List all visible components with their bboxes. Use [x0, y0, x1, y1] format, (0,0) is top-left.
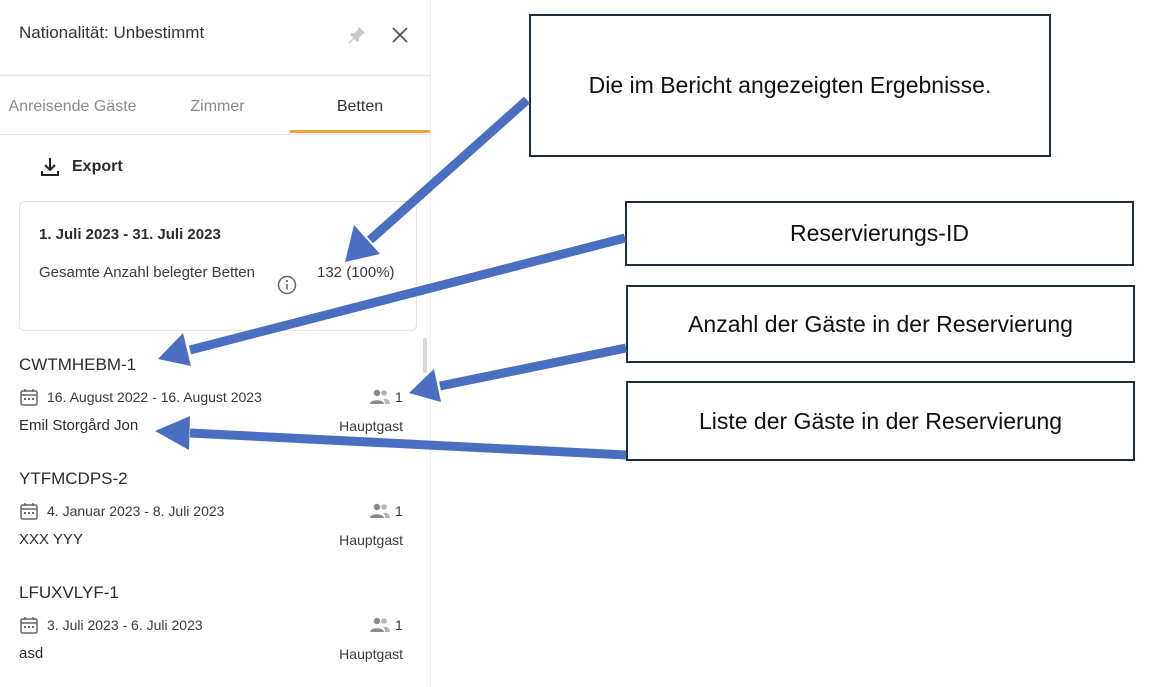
- reservation-id: CWTMHEBM-1: [19, 355, 137, 374]
- guest-name: Emil Storgård Jon: [19, 417, 139, 434]
- reservation-item[interactable]: YTFMCDPS-2 4. Januar 2023 - 8. Juli 2023…: [19, 469, 409, 569]
- info-icon[interactable]: [276, 274, 298, 296]
- download-icon: [41, 158, 59, 176]
- calendar-icon: [20, 389, 38, 406]
- tab-beds[interactable]: Betten: [290, 76, 430, 133]
- summary-label: Gesamte Anzahl belegter Betten: [39, 264, 255, 281]
- guests-icon: [370, 503, 390, 518]
- reservation-dates: 4. Januar 2023 - 8. Juli 2023: [47, 503, 225, 519]
- report-tabs: Anreisende Gäste Zimmer Betten: [0, 76, 430, 135]
- calendar-icon: [20, 617, 38, 634]
- reservation-dates: 16. August 2022 - 16. August 2023: [47, 389, 262, 405]
- tab-arriving-guests[interactable]: Anreisende Gäste: [8, 98, 137, 115]
- reservation-id: LFUXVLYF-1: [19, 583, 119, 602]
- reservation-id: YTFMCDPS-2: [19, 469, 128, 488]
- calendar-icon: [20, 503, 38, 520]
- guest-count: 1: [395, 617, 403, 633]
- guests-icon: [370, 389, 390, 404]
- pin-icon[interactable]: [346, 25, 368, 47]
- export-button[interactable]: Export: [38, 152, 123, 182]
- summary-card: 1. Juli 2023 - 31. Juli 2023 Gesamte Anz…: [19, 201, 417, 331]
- callout-guest-list: Liste der Gäste in der Reservierung: [626, 381, 1135, 461]
- panel-header: Nationalität: Unbestimmt: [0, 0, 430, 76]
- guests-icon: [370, 617, 390, 632]
- reservation-item[interactable]: CWTMHEBM-1 16. August 2022 - 16. August …: [19, 355, 409, 455]
- callout-results: Die im Bericht angezeigten Ergebnisse.: [529, 14, 1051, 157]
- guest-name: XXX YYY: [19, 531, 83, 548]
- callout-reservation-id: Reservierungs-ID: [625, 201, 1134, 266]
- tab-rooms[interactable]: Zimmer: [190, 98, 245, 115]
- panel-title: Nationalität: Unbestimmt: [19, 23, 205, 42]
- report-side-panel: Nationalität: Unbestimmt Anreisende Gäst…: [0, 0, 431, 687]
- guest-name: asd: [19, 645, 44, 662]
- guest-role: Hauptgast: [339, 532, 403, 548]
- arrow-to-guest-count: [409, 343, 627, 402]
- reservation-dates: 3. Juli 2023 - 6. Juli 2023: [47, 617, 203, 633]
- guest-count: 1: [395, 389, 403, 405]
- guest-role: Hauptgast: [339, 646, 403, 662]
- guest-count: 1: [395, 503, 403, 519]
- callout-guest-count: Anzahl der Gäste in der Reservierung: [626, 285, 1135, 363]
- export-label: Export: [72, 158, 123, 175]
- close-icon[interactable]: [390, 25, 410, 45]
- guest-role: Hauptgast: [339, 418, 403, 434]
- summary-value: 132 (100%): [317, 264, 395, 281]
- reservation-item[interactable]: LFUXVLYF-1 3. Juli 2023 - 6. Juli 2023 1…: [19, 583, 409, 683]
- scrollbar[interactable]: [423, 338, 427, 373]
- summary-date-range: 1. Juli 2023 - 31. Juli 2023: [39, 226, 221, 243]
